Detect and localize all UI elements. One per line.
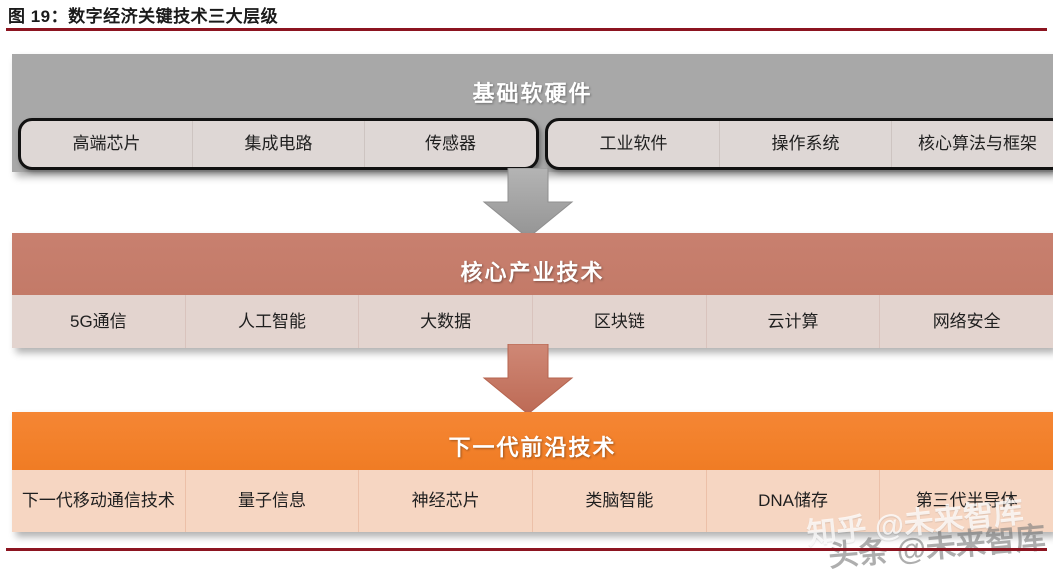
layer-core-item-row: 5G通信 人工智能 大数据 区块链 云计算 网络安全 xyxy=(12,295,1053,348)
group-hardware-items: 高端芯片 集成电路 传感器 xyxy=(18,118,539,170)
layer-frontier-item-row: 下一代移动通信技术 量子信息 神经芯片 类脑智能 DNA储存 第三代半导体 xyxy=(12,470,1053,532)
layer-foundation: 基础软硬件 高端芯片 集成电路 传感器 工业软件 操作系统 核心算法与框架 xyxy=(12,54,1053,172)
figure-caption: 图 19：数字经济关键技术三大层级 xyxy=(8,7,279,26)
item-integrated-circuit[interactable]: 集成电路 xyxy=(193,121,365,167)
item-brain-like-intelligence[interactable]: 类脑智能 xyxy=(533,470,707,532)
footer-divider-rule xyxy=(6,548,1047,551)
item-artificial-intelligence[interactable]: 人工智能 xyxy=(186,295,360,348)
item-quantum-information[interactable]: 量子信息 xyxy=(186,470,360,532)
layer-core-title: 核心产业技术 xyxy=(12,233,1053,295)
item-neural-chip[interactable]: 神经芯片 xyxy=(359,470,534,532)
item-third-gen-semiconductor[interactable]: 第三代半导体 xyxy=(915,491,1018,511)
layer-core-industry-tech: 核心产业技术 5G通信 人工智能 大数据 区块链 云计算 网络安全 xyxy=(12,233,1053,348)
item-5g-communication[interactable]: 5G通信 xyxy=(12,295,186,348)
item-operating-system[interactable]: 操作系统 xyxy=(720,121,892,167)
item-industrial-software[interactable]: 工业软件 xyxy=(548,121,720,167)
item-blockchain[interactable]: 区块链 xyxy=(533,295,707,348)
layer-foundation-title: 基础软硬件 xyxy=(472,81,593,106)
item-core-algorithms-frameworks[interactable]: 核心算法与框架 xyxy=(918,134,1037,154)
group-software-items: 工业软件 操作系统 核心算法与框架 xyxy=(545,118,1053,170)
item-network-security[interactable]: 网络安全 xyxy=(932,311,1001,331)
item-dna-storage[interactable]: DNA储存 xyxy=(707,470,881,532)
item-sensor[interactable]: 传感器 xyxy=(425,134,476,154)
caption-divider-rule xyxy=(6,28,1047,31)
item-next-gen-mobile-communication[interactable]: 下一代移动通信技术 xyxy=(12,470,186,532)
layer-frontier-tech: 下一代前沿技术 下一代移动通信技术 量子信息 神经芯片 类脑智能 DNA储存 第… xyxy=(12,412,1053,532)
layer-frontier-title: 下一代前沿技术 xyxy=(12,412,1053,470)
item-big-data[interactable]: 大数据 xyxy=(359,295,534,348)
item-high-end-chip[interactable]: 高端芯片 xyxy=(21,121,193,167)
item-cloud-computing[interactable]: 云计算 xyxy=(707,295,881,348)
